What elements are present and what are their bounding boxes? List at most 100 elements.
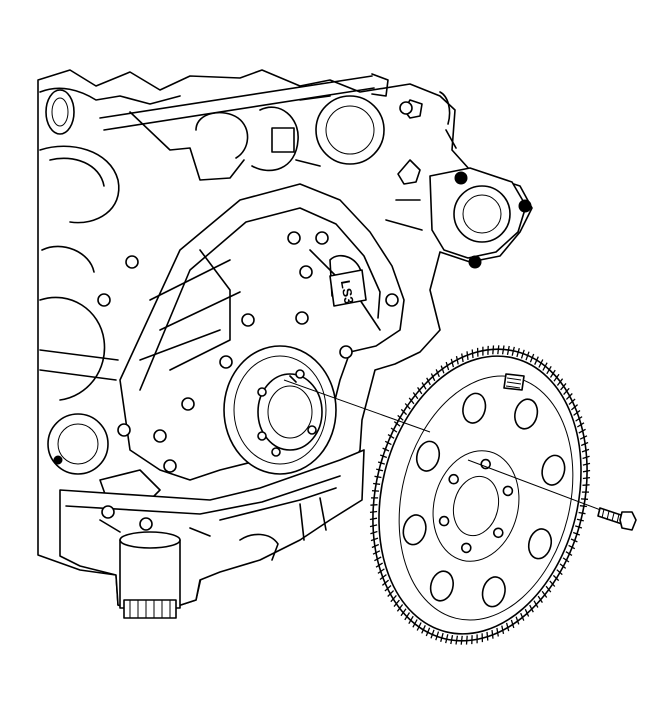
ring-gear-tooth [505, 622, 510, 632]
ring-gear-tooth [559, 563, 567, 569]
ring-gear-tooth [501, 625, 505, 635]
ring-gear-tooth [492, 345, 495, 355]
ring-gear-tooth [384, 585, 392, 592]
ring-gear-tooth [372, 550, 381, 555]
ring-gear-tooth [497, 345, 500, 355]
ring-gear-tooth [387, 434, 395, 439]
engine-stamp-label: LS3 [338, 279, 357, 305]
flywheel-icon [369, 345, 591, 645]
ring-gear-tooth [404, 612, 411, 621]
ring-gear-tooth [568, 544, 576, 550]
ring-gear-tooth [575, 416, 583, 422]
mounting-bolt-hole [438, 515, 450, 527]
ring-gear-tooth [582, 462, 591, 466]
ring-gear-tooth [379, 454, 388, 459]
ring-gear-tooth [397, 414, 404, 421]
ring-gear-tooth [496, 627, 499, 637]
ring-gear-tooth [400, 608, 407, 617]
ring-gear-tooth [387, 590, 395, 597]
ring-gear-tooth [582, 469, 591, 473]
lightening-hole [541, 454, 566, 486]
lightening-hole [415, 440, 441, 472]
ring-gear-tooth [370, 504, 378, 506]
mounting-bolt-hole [448, 473, 460, 485]
mounting-bolt-hole [460, 542, 472, 554]
ring-gear-tooth [369, 510, 378, 514]
mounting-bolt-hole [502, 485, 514, 497]
ring-gear-tooth [578, 511, 586, 515]
lightening-hole [429, 570, 454, 602]
alignment-leader-line [283, 379, 607, 513]
ring-gear-tooth [579, 505, 587, 508]
ring-gear-tooth [510, 619, 515, 629]
ring-gear-tooth [565, 551, 573, 556]
ring-gear-tooth [374, 475, 382, 479]
ring-gear-tooth [400, 408, 408, 416]
lightening-hole [462, 392, 487, 424]
ring-gear-tooth [582, 484, 590, 486]
ring-gear-tooth [471, 349, 474, 359]
ring-gear-tooth [582, 455, 590, 460]
ring-gear-tooth [384, 440, 392, 446]
ring-gear-tooth [461, 353, 464, 363]
ring-gear-tooth [549, 369, 556, 378]
ring-gear-tooth [376, 468, 384, 472]
ring-gear-tooth [560, 382, 567, 391]
ring-gear-tooth [430, 373, 436, 382]
ring-gear-tooth [552, 574, 560, 582]
ring-gear-tooth [455, 635, 459, 645]
ring-gear-tooth [379, 574, 387, 581]
engine-block-icon: LS3 [37, 69, 533, 619]
ring-gear-tooth [396, 604, 404, 612]
ring-gear-tooth [417, 387, 423, 395]
ring-gear-tooth [572, 531, 581, 536]
ring-gear-tooth [390, 427, 398, 433]
ring-gear-tooth [546, 365, 552, 375]
ring-gear-tooth [440, 365, 445, 374]
ring-gear-tooth [455, 355, 459, 365]
ring-gear-tooth [382, 447, 390, 452]
ring-gear-tooth [534, 356, 539, 365]
crankshaft-flange-icon [223, 345, 337, 475]
ring-gear-tooth [575, 525, 583, 529]
ring-gear-tooth [370, 537, 379, 542]
ring-gear-tooth [445, 361, 450, 371]
ring-gear-tooth [515, 616, 520, 625]
ring-gear-tooth [525, 351, 530, 361]
ring-gear-tooth [421, 625, 426, 634]
ring-gear-tooth [460, 635, 463, 645]
ring-gear-tooth [501, 345, 505, 355]
ring-gear-tooth [371, 543, 380, 549]
ring-gear-tooth [377, 461, 385, 465]
lightening-hole [402, 514, 427, 546]
ring-gear-tooth [381, 579, 390, 586]
ring-gear-tooth [533, 600, 539, 608]
ring-gear-tooth [412, 619, 418, 628]
ring-gear-tooth [545, 585, 552, 593]
ring-gear-tooth [520, 612, 525, 621]
ring-gear-tooth [408, 615, 414, 625]
ring-gear-tooth [565, 393, 573, 400]
mounting-bolt-hole [492, 527, 504, 539]
ring-gear-tooth [562, 557, 570, 563]
ring-gear-tooth [404, 403, 411, 410]
ring-gear-tooth [408, 397, 415, 405]
mounting-bolt-hole [480, 458, 492, 470]
ring-gear-tooth [570, 538, 578, 543]
ring-gear-tooth [529, 604, 534, 613]
ring-gear-tooth [393, 599, 400, 608]
ring-gear-tooth [430, 629, 435, 639]
ring-gear-tooth [538, 359, 544, 368]
ring-gear-tooth [369, 524, 378, 528]
ring-gear-tooth [541, 590, 548, 598]
ring-gear-tooth [549, 580, 556, 587]
ring-gear-tooth [580, 441, 589, 447]
ring-gear-tooth [520, 349, 525, 359]
ring-gear-tooth [556, 569, 563, 576]
ring-gear-tooth [445, 634, 449, 644]
ring-gear-tooth [582, 476, 591, 480]
ring-gear-tooth [426, 377, 431, 386]
ring-gear-tooth [465, 635, 468, 645]
ring-gear-tooth [573, 409, 581, 416]
